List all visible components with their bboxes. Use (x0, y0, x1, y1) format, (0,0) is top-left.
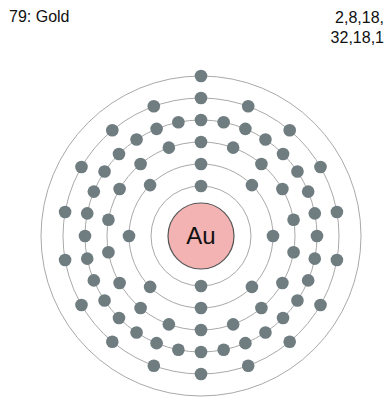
electron (134, 158, 147, 171)
electron (239, 337, 252, 350)
electron (246, 281, 259, 294)
electron (148, 359, 161, 372)
electron (59, 206, 72, 219)
electron (277, 312, 290, 325)
electron (242, 359, 255, 372)
electron (75, 299, 88, 312)
electron (255, 302, 268, 315)
electron (314, 299, 327, 312)
electron-shell (41, 76, 361, 396)
electron (195, 70, 208, 83)
electron (148, 100, 161, 113)
electron (195, 92, 208, 105)
electron (79, 230, 92, 243)
electron (308, 252, 321, 265)
electron (308, 207, 321, 220)
electron (195, 114, 208, 127)
electron-shell (107, 142, 295, 330)
electron (227, 141, 240, 154)
electron (239, 123, 252, 136)
electron (314, 161, 327, 174)
electron (277, 148, 290, 161)
electron (123, 230, 136, 243)
electron (276, 183, 289, 196)
electron (195, 158, 208, 171)
electron (163, 141, 176, 154)
electron (311, 230, 324, 243)
electron (113, 148, 126, 161)
electron (102, 213, 115, 226)
electron (113, 183, 126, 196)
electron (81, 207, 94, 220)
electron-shell (151, 186, 251, 286)
electron (106, 335, 119, 348)
electron (195, 302, 208, 315)
electron (283, 335, 296, 348)
electron (150, 123, 163, 136)
electron (195, 280, 208, 293)
electron (242, 100, 255, 113)
electron (276, 277, 289, 290)
electron (267, 230, 280, 243)
electron (98, 294, 111, 307)
electron-shell (129, 164, 273, 308)
electron (246, 179, 259, 192)
electron (59, 254, 72, 267)
electron (113, 312, 126, 325)
electron (331, 206, 344, 219)
electron (106, 124, 119, 137)
electron (81, 252, 94, 265)
element-symbol: Au (186, 222, 215, 250)
electron (227, 318, 240, 331)
electron (172, 343, 185, 356)
electron-shell (85, 120, 317, 352)
electron (195, 180, 208, 193)
electron (150, 337, 163, 350)
electron (134, 302, 147, 315)
electron (88, 274, 101, 287)
electron (283, 124, 296, 137)
electron (302, 274, 315, 287)
electron (163, 318, 176, 331)
electron (195, 346, 208, 359)
element-title: 79: Gold (9, 7, 69, 27)
electron (217, 343, 230, 356)
electron-shell (63, 98, 339, 374)
electron (102, 246, 115, 259)
electron (144, 281, 157, 294)
nucleus-shape (168, 203, 234, 269)
nucleus-circle: Au (168, 203, 234, 269)
electron (144, 179, 157, 192)
electron (255, 158, 268, 171)
electron (130, 133, 143, 146)
electron (130, 326, 143, 339)
electron (259, 326, 272, 339)
electron (195, 136, 208, 149)
electron (172, 116, 185, 129)
electron (217, 116, 230, 129)
electron (195, 368, 208, 381)
electron (113, 277, 126, 290)
electron (287, 213, 300, 226)
electron (259, 133, 272, 146)
electron (195, 324, 208, 337)
electron (302, 185, 315, 198)
shell-configuration: 2,8,18, 32,18,1 (314, 8, 384, 48)
electron (98, 165, 111, 178)
electron (75, 161, 88, 174)
electron (287, 246, 300, 259)
electron (291, 165, 304, 178)
electron (291, 294, 304, 307)
electron (331, 254, 344, 267)
electron (88, 185, 101, 198)
